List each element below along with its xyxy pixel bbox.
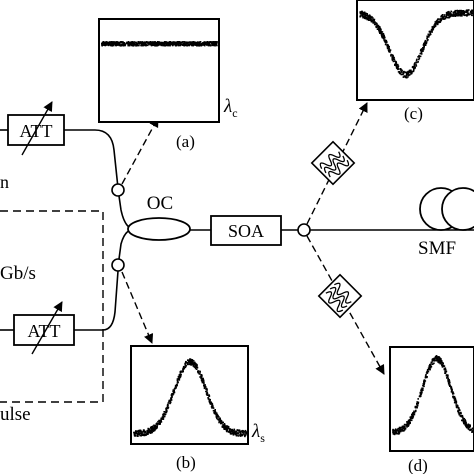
att-bottom-label: ATT xyxy=(28,321,61,341)
panel-a-trace xyxy=(101,41,218,47)
lambda-c-symbol: λc xyxy=(223,96,238,120)
panel-b-label: (b) xyxy=(176,453,196,472)
panel-a-label: (a) xyxy=(176,132,195,151)
panel-c-label: (c) xyxy=(404,104,423,123)
tap-output xyxy=(297,223,311,237)
panel-b-trace xyxy=(133,358,248,438)
att-bottom-adjust-arrow xyxy=(31,301,63,355)
fiber-tap-bottom-to-oc xyxy=(118,229,131,260)
fiber-bottom-to-tap xyxy=(74,270,119,331)
fiber-top-to-tap xyxy=(64,129,119,189)
filter-bottom-icon xyxy=(317,273,363,319)
oc-label: OC xyxy=(147,193,173,214)
filter-top-icon xyxy=(310,140,356,186)
panel-a-frame xyxy=(98,18,220,123)
left-fragment-pulse: ulse xyxy=(0,404,31,425)
soa-label: SOA xyxy=(228,221,264,241)
left-fragment-rate: Gb/s xyxy=(0,263,36,284)
smf-coil-right xyxy=(441,187,474,231)
fiber-tap-top-to-oc xyxy=(118,195,131,229)
att-top-adjust-arrow xyxy=(21,101,53,156)
source-dashed-box xyxy=(0,210,104,403)
monitor-arrow-a xyxy=(121,117,159,185)
panel-d-trace xyxy=(392,355,474,436)
panel-d-label: (d) xyxy=(408,456,428,474)
optical-coupler xyxy=(127,217,191,241)
left-fragment-top: n xyxy=(0,172,9,192)
soa-box xyxy=(210,215,282,246)
monitor-arrow-b xyxy=(121,271,154,344)
tap-top xyxy=(111,183,125,197)
panel-c-trace xyxy=(359,9,474,79)
tap-bottom xyxy=(111,258,125,272)
lambda-s-symbol: λs xyxy=(251,421,265,445)
smf-label: SMF xyxy=(418,238,456,259)
